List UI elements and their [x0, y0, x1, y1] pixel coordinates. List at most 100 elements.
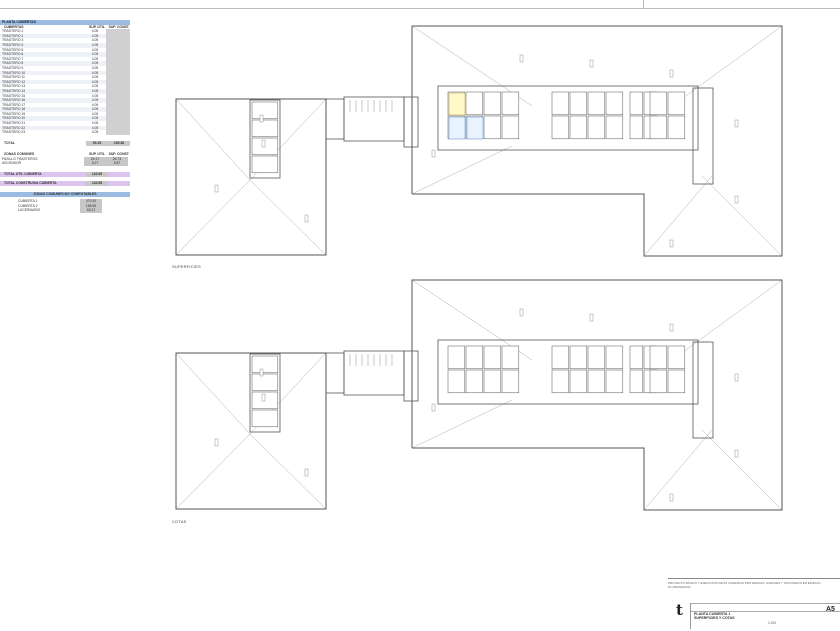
level-marker	[734, 373, 739, 382]
zone-v1: 24.17	[84, 156, 106, 162]
row-value-cell	[106, 70, 130, 76]
row-name: TRASTERO 4	[2, 42, 24, 47]
zone-v2: 5.87	[106, 161, 128, 167]
storage-unit	[605, 91, 624, 116]
slope-line	[175, 179, 251, 256]
storage-unit	[465, 91, 484, 116]
level-marker	[669, 323, 674, 332]
storage-unit	[569, 345, 588, 370]
frame-tick	[643, 0, 644, 8]
storage-unit	[551, 115, 570, 140]
zones-v2-header: SUP. CONST.	[108, 151, 130, 156]
level-marker	[431, 149, 436, 158]
row-value-cell	[106, 111, 130, 117]
row-name: TRASTERO 2	[2, 33, 24, 38]
slope-line	[643, 429, 713, 511]
row-value-cell	[106, 29, 130, 34]
row-value-cell	[106, 93, 130, 99]
row-name: TRASTERO 13	[2, 84, 26, 89]
storage-unit	[501, 345, 520, 370]
title-block: PROYECTO BÁSICO Y EJECUCIÓN DE 84 VIVIEN…	[668, 578, 840, 631]
row-name: TRASTERO 18	[2, 107, 26, 112]
level-marker	[259, 114, 264, 123]
zones-v1-header: SUP. ÚTIL	[89, 151, 105, 156]
non-computable-name: LUCERNARIO	[18, 208, 41, 213]
storage-unit	[483, 345, 502, 370]
row-value: 4.05	[91, 98, 99, 103]
storage-unit	[251, 355, 279, 374]
slope-line	[411, 399, 513, 449]
slope-line	[701, 429, 783, 511]
non-computable-value: 168.96	[80, 203, 102, 209]
storage-unit	[587, 91, 606, 116]
storage-unit	[649, 369, 668, 394]
storage-unit	[465, 369, 484, 394]
level-marker	[734, 195, 739, 204]
storage-unit	[667, 345, 686, 370]
slope-line	[671, 279, 783, 361]
slope-line	[175, 352, 251, 435]
storage-unit	[251, 373, 279, 392]
row-name: TRASTERO 11	[2, 75, 25, 80]
table-row: TRASTERO 11 4.05	[0, 75, 130, 80]
row-value: 4.05	[91, 38, 99, 43]
slope-line	[701, 175, 783, 257]
level-marker	[431, 403, 436, 412]
zones-header: ZONAS COMUNES SUP. ÚTIL SUP. CONST.	[0, 152, 130, 157]
total-construida-row: TOTAL CONSTRUIDA CUBIERTA 132.98	[0, 181, 130, 187]
highlighted-unit	[448, 116, 466, 140]
sheet-title-line1: PLANTA CUBIERTA 1	[694, 612, 731, 616]
storage-unit	[551, 345, 570, 370]
studio-logo: t	[676, 601, 683, 619]
row-value: 4.05	[91, 29, 99, 34]
row-value: 4.05	[91, 33, 99, 38]
level-marker	[669, 239, 674, 248]
storage-unit	[649, 345, 668, 370]
storage-unit	[569, 91, 588, 116]
zone-v1: 5.27	[84, 161, 106, 167]
level-marker	[304, 214, 309, 223]
total-construida-value: 132.98	[86, 181, 108, 187]
total-v1: 93.15	[86, 140, 108, 146]
row-name: TRASTERO 5	[2, 47, 24, 52]
row-value: 4.05	[91, 93, 99, 98]
row-value-cell	[106, 130, 130, 135]
storage-unit	[649, 91, 668, 116]
storage-unit	[587, 115, 606, 140]
row-name: TRASTERO 6	[2, 52, 24, 57]
row-value: 4.05	[91, 79, 99, 84]
row-name: TRASTERO 1	[2, 29, 24, 34]
row-value: 4.05	[91, 102, 99, 107]
level-marker	[259, 368, 264, 377]
row-value-cell	[106, 56, 130, 62]
slope-line	[249, 433, 327, 510]
slope-line	[671, 25, 783, 107]
storage-unit	[587, 345, 606, 370]
storage-unit	[447, 345, 466, 370]
row-value-cell	[106, 116, 130, 122]
zone-name: ASCENSOR	[2, 161, 22, 166]
row-value-cell	[106, 52, 130, 57]
row-value-cell	[106, 102, 130, 108]
non-computable-value: 63.21	[80, 208, 102, 213]
total-label: TOTAL	[4, 140, 15, 145]
storage-unit	[551, 369, 570, 394]
row-value: 4.05	[91, 125, 99, 130]
right-roof-outline	[411, 25, 783, 257]
left-storage-block	[249, 353, 281, 433]
row-value: 4.05	[91, 75, 99, 80]
row-value-cell	[106, 42, 130, 48]
level-marker	[214, 438, 219, 447]
row-value-cell	[106, 61, 130, 66]
